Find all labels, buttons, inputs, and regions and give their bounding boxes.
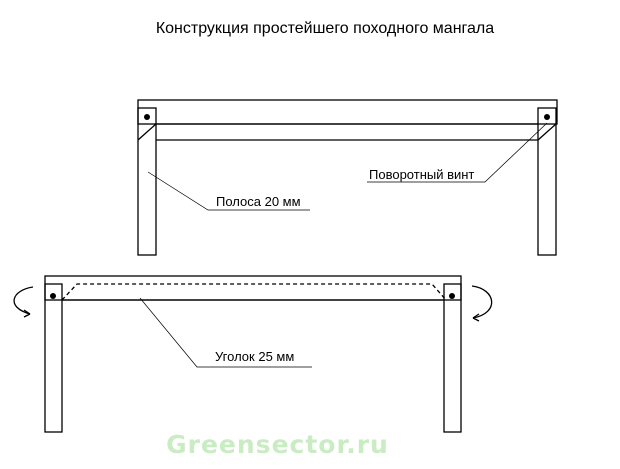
upper-top-bar: [137, 99, 558, 125]
lower-right-screw: [449, 293, 455, 299]
rotation-arrow-left: [13, 286, 34, 318]
diagram-title: Конструкция простейшего походного мангал…: [155, 20, 495, 37]
upper-frame: [137, 99, 558, 256]
watermark: Greensector.ru: [166, 430, 389, 459]
angle-hidden-outline: [61, 283, 447, 301]
strip-right-end: [537, 123, 557, 141]
label-strip: Полоса 20 мм: [216, 194, 301, 209]
pivot-screw-leader-line: [367, 122, 548, 183]
strip-left-end: [137, 123, 157, 141]
label-pivot-screw: Поворотный винт: [369, 167, 474, 182]
lower-left-leg: [44, 283, 63, 433]
angle-leader-line: [139, 297, 312, 368]
lower-right-leg: [443, 283, 462, 433]
label-angle: Уголок 25 мм: [215, 349, 294, 364]
strip-leader-line: [147, 171, 310, 211]
lower-frame: [44, 275, 462, 433]
upper-right-leg: [537, 107, 557, 256]
rotation-arrow-right: [471, 285, 493, 322]
upper-left-screw: [144, 114, 150, 120]
upper-left-leg: [137, 107, 157, 256]
upper-right-screw: [544, 114, 550, 120]
lower-top-bar: [44, 275, 462, 301]
lower-left-screw: [50, 293, 56, 299]
